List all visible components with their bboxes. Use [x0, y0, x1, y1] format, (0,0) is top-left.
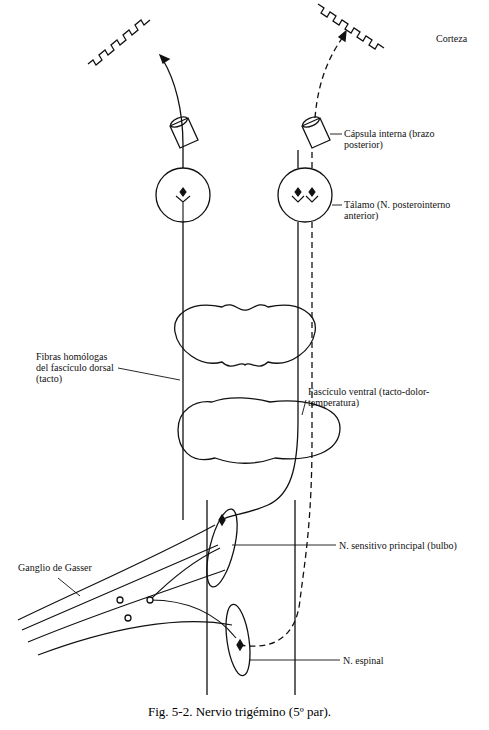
spinal-nucleus — [222, 603, 254, 677]
region-label: Corteza — [436, 33, 486, 44]
figure-caption: Fig. 5-2. Nervio trigémino (5º par). — [148, 704, 331, 720]
ganglion-cell — [125, 615, 131, 621]
cortex-left — [88, 20, 150, 65]
part-label: Tálamo (N. posterointerno anterior) — [344, 199, 474, 221]
brainstem-border — [207, 500, 295, 695]
internal-capsule — [169, 115, 330, 148]
pathway-label: Fascículo ventral (tacto-dolor-temperatu… — [308, 386, 458, 408]
synapse — [176, 188, 318, 222]
spinal-pathway — [240, 37, 343, 646]
cortex-right — [318, 4, 384, 49]
thalamus — [278, 168, 332, 222]
ganglion-cell — [147, 597, 153, 603]
arrow-head — [339, 31, 346, 41]
pathway-label: Fibras homólogas del fascículo dorsal (t… — [36, 351, 120, 384]
leader-line — [58, 134, 342, 660]
arrow-head — [160, 55, 169, 63]
ventral-pathway — [222, 222, 298, 520]
synapse — [237, 640, 243, 650]
ventral-upper — [297, 150, 298, 168]
principal-nucleus — [201, 506, 244, 589]
dorsal-pathway — [163, 60, 183, 520]
thalamus — [156, 168, 210, 222]
part-label: Cápsula interna (brazo posterior) — [344, 128, 454, 150]
part-label: Ganglio de Gasser — [18, 562, 118, 573]
pons — [175, 305, 316, 366]
part-label: N. espinal — [343, 655, 423, 666]
part-label: N. sensitivo principal (bulbo) — [339, 540, 479, 551]
trigeminal-nerve — [18, 525, 236, 655]
ganglion-cell — [117, 597, 123, 603]
synapse — [219, 515, 225, 525]
